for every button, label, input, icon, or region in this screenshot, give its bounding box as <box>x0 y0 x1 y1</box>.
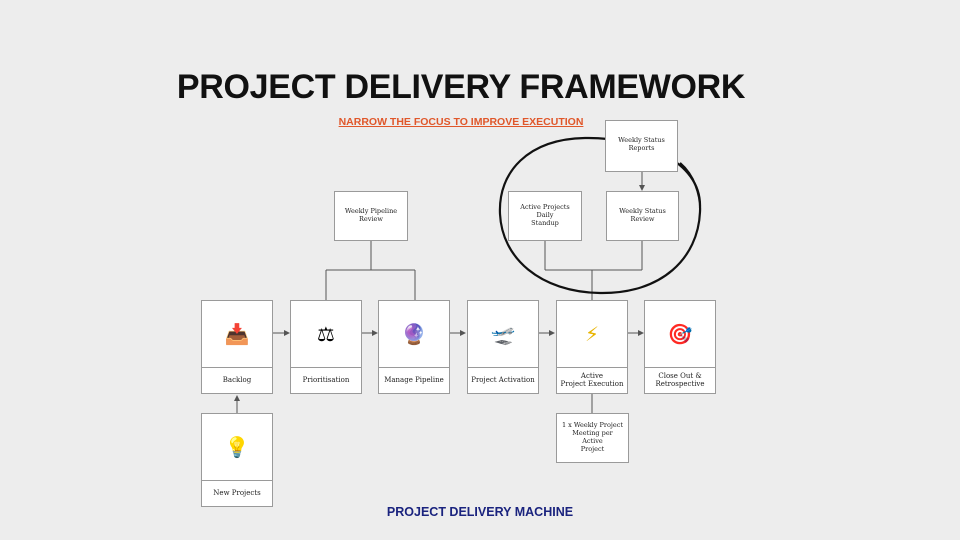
crystal-ball-icon: 🔮 <box>379 301 449 368</box>
close-out-node[interactable]: 🎯 Close Out & Retrospective <box>644 300 716 394</box>
new-projects-label: New Projects <box>213 488 261 497</box>
prioritisation-node[interactable]: ⚖ Prioritisation <box>290 300 362 394</box>
new-projects-node[interactable]: 💡 New Projects <box>201 413 273 507</box>
page-title: PROJECT DELIVERY FRAMEWORK <box>176 68 746 106</box>
backlog-node[interactable]: 📥 Backlog <box>201 300 273 394</box>
balance-scale-icon: ⚖ <box>291 301 361 368</box>
lightning-icon: ⚡ <box>557 301 627 368</box>
active-project-execution-label: Active Project Execution <box>560 371 624 388</box>
light-bulb-icon: 💡 <box>202 414 272 481</box>
airplane-icon: 🛫 <box>468 301 538 368</box>
active-projects-daily-standup-box[interactable]: Active Projects Daily Standup <box>508 191 582 241</box>
inbox-tray-icon: 📥 <box>202 301 272 368</box>
manage-pipeline-label: Manage Pipeline <box>384 375 444 384</box>
weekly-status-reports-box[interactable]: Weekly Status Reports <box>605 120 678 172</box>
prioritisation-label: Prioritisation <box>302 375 350 384</box>
close-out-label: Close Out & Retrospective <box>655 371 705 388</box>
weekly-status-review-box[interactable]: Weekly Status Review <box>606 191 679 241</box>
project-activation-label: Project Activation <box>471 375 535 384</box>
manage-pipeline-node[interactable]: 🔮 Manage Pipeline <box>378 300 450 394</box>
weekly-pipeline-review-box[interactable]: Weekly Pipeline Review <box>334 191 408 241</box>
backlog-label: Backlog <box>222 375 252 384</box>
project-activation-node[interactable]: 🛫 Project Activation <box>467 300 539 394</box>
active-project-execution-node[interactable]: ⚡ Active Project Execution <box>556 300 628 394</box>
footer-caption: PROJECT DELIVERY MACHINE <box>386 505 574 519</box>
target-icon: 🎯 <box>645 301 715 368</box>
subtitle-link[interactable]: NARROW THE FOCUS TO IMPROVE EXECUTION <box>338 116 584 128</box>
weekly-project-meeting-box[interactable]: 1 x Weekly Project Meeting per Active Pr… <box>556 413 629 463</box>
